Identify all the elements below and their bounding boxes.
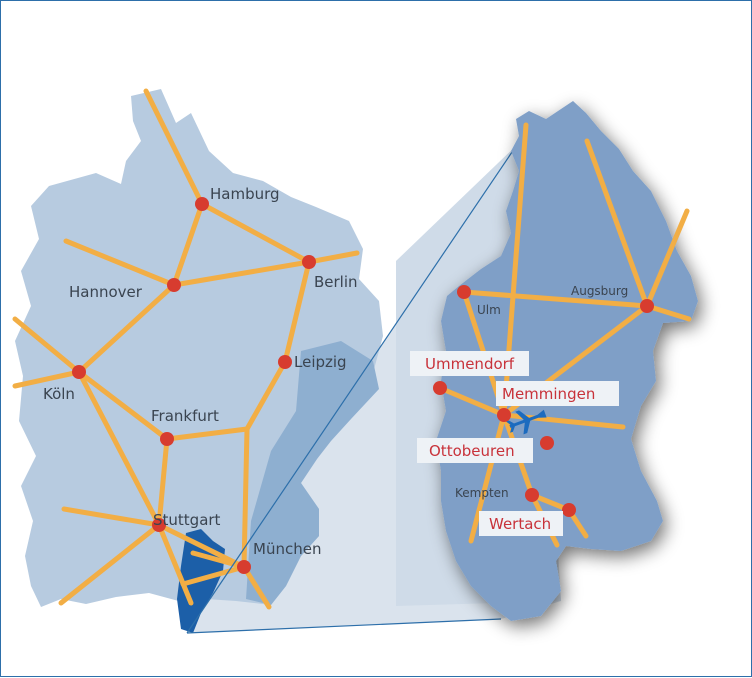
svg-text:Wertach: Wertach [489,515,551,533]
city-dot-berlin [302,255,316,269]
city-dot-hannover [167,278,181,292]
city-label-hamburg: Hamburg [210,185,280,203]
city-dot-ottobeuren [540,436,554,450]
city-dot-frankfurt [160,432,174,446]
city-dot-hamburg [195,197,209,211]
city-label-frankfurt: Frankfurt [151,407,219,425]
airplane-icon [506,409,547,435]
city-label-hannover: Hannover [69,283,143,301]
region-map [436,101,698,621]
city-dot-augsburg [640,299,654,313]
city-dot-leipzig [278,355,292,369]
place-label-ottobeuren: Ottobeuren [417,438,533,463]
svg-text:Ummendorf: Ummendorf [425,355,515,373]
city-label-augsburg: Augsburg [571,284,628,298]
city-dot-muenchen [237,560,251,574]
city-dot-kempten [525,488,539,502]
place-label-ummendorf: Ummendorf [410,351,529,376]
city-dot-koeln [72,365,86,379]
zoom-line-top [186,120,534,634]
city-label-ulm: Ulm [477,303,501,317]
city-dot-ulm [457,285,471,299]
city-dot-ummendorf [433,381,447,395]
city-dot-memmingen [497,408,511,422]
city-label-berlin: Berlin [314,273,358,291]
city-label-kempten: Kempten [455,486,509,500]
place-label-memmingen: Memmingen [496,381,619,406]
place-label-wertach: Wertach [479,511,563,536]
city-label-muenchen: München [253,540,321,558]
germany-east-highlight [246,341,379,605]
svg-text:Memmingen: Memmingen [502,385,595,403]
city-dot-wertach [562,503,576,517]
germany-routes [12,88,360,610]
city-dot-stuttgart [152,518,166,532]
city-label-leipzig: Leipzig [294,353,347,371]
city-label-koeln: Köln [43,385,75,403]
svg-text:Ottobeuren: Ottobeuren [429,442,515,460]
city-label-stuttgart: Stuttgart [153,511,221,529]
zoom-line-bottom [186,618,502,634]
